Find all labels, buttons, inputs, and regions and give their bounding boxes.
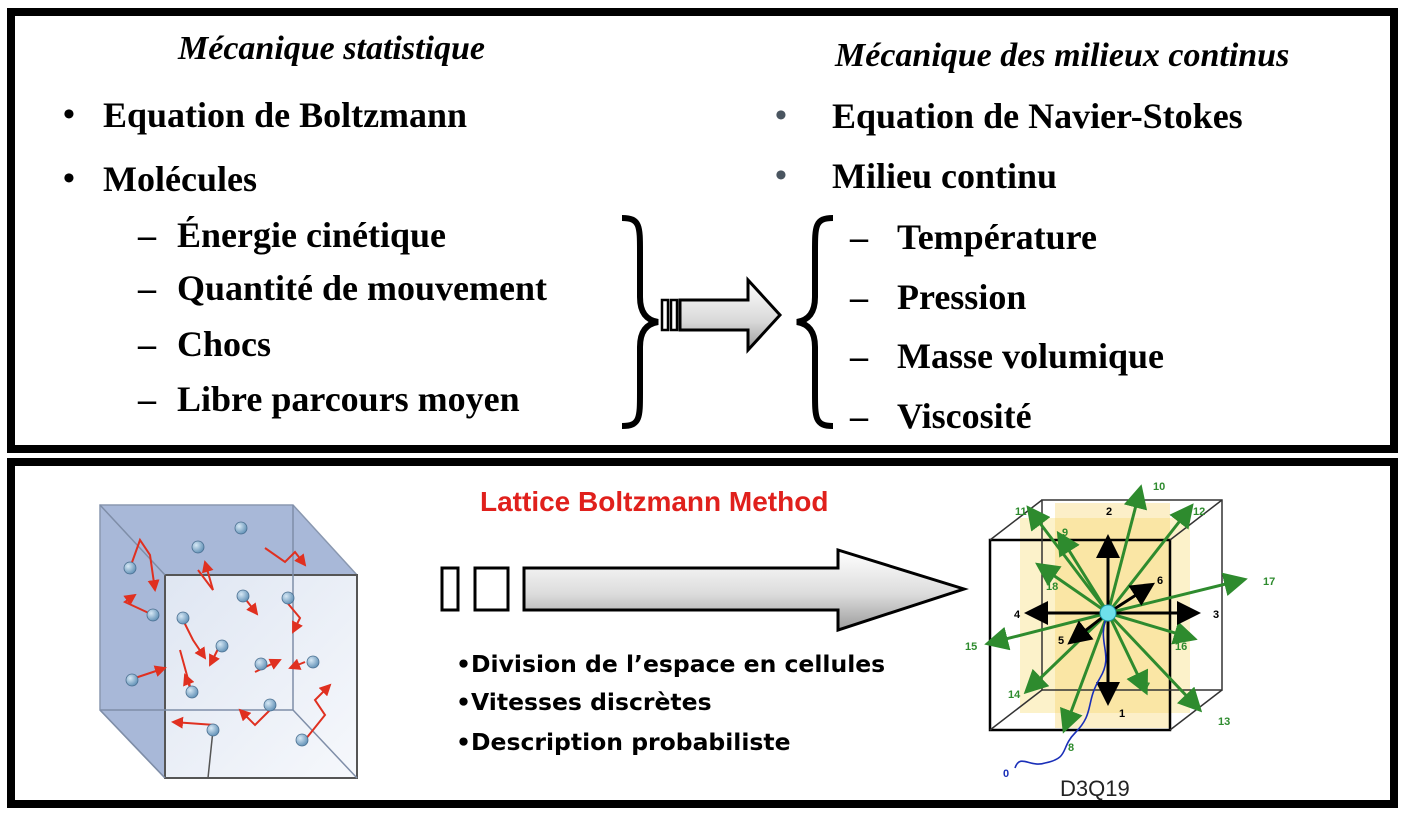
velocity-label-8: 8 — [1068, 742, 1074, 754]
opening-brace-icon — [796, 215, 834, 429]
bullet: • — [775, 157, 787, 194]
dash: – — [850, 336, 868, 376]
bottom-bullet-description: •Description probabiliste — [456, 728, 791, 756]
bottom-arrow-icon — [440, 547, 969, 633]
right-heading: Mécanique des milieux continus — [835, 37, 1290, 74]
dash: – — [138, 324, 156, 364]
dash: – — [850, 396, 868, 436]
left-sub-quantite: Quantité de mouvement — [177, 268, 547, 308]
velocity-label-0: 0 — [1003, 768, 1009, 780]
d3q19-lattice-diagram: 0 1 2 3 4 5 6 7 8 9 10 11 12 13 14 15 16… — [965, 481, 1275, 801]
dash: – — [138, 379, 156, 419]
velocity-label-17: 17 — [1263, 576, 1275, 588]
velocity-label-14: 14 — [1008, 689, 1021, 701]
right-sub-viscosite: Viscosité — [897, 396, 1032, 436]
velocity-label-13: 13 — [1218, 716, 1230, 728]
dash: – — [138, 268, 156, 308]
right-item-navier: Equation de Navier-Stokes — [832, 96, 1243, 136]
velocity-label-7: 7 — [1144, 681, 1150, 693]
velocity-label-15: 15 — [965, 641, 977, 653]
velocity-label-3: 3 — [1213, 609, 1219, 621]
bullet: • — [63, 96, 75, 133]
left-sub-chocs: Chocs — [177, 324, 272, 364]
bullet: • — [63, 160, 75, 197]
right-sub-pression: Pression — [897, 277, 1027, 317]
left-item-molecules: Molécules — [103, 159, 257, 199]
molecule-cube-illustration — [99, 504, 358, 779]
top-panel — [7, 8, 1398, 453]
left-sub-energie: Énergie cinétique — [177, 215, 446, 255]
bottom-bullet-vitesses: •Vitesses discrètes — [456, 688, 712, 716]
velocity-label-6: 6 — [1157, 575, 1163, 587]
velocity-label-18: 18 — [1046, 581, 1058, 593]
velocity-label-5: 5 — [1058, 635, 1064, 647]
velocity-label-4: 4 — [1014, 609, 1021, 621]
velocity-label-16: 16 — [1175, 641, 1187, 653]
left-sub-libre: Libre parcours moyen — [177, 379, 520, 419]
closing-brace-icon — [621, 215, 659, 429]
lbm-title: Lattice Boltzmann Method — [480, 486, 829, 517]
velocity-label-9: 9 — [1062, 527, 1068, 539]
top-arrow-icon — [660, 276, 783, 354]
right-item-milieu: Milieu continu — [832, 156, 1058, 196]
velocity-label-1: 1 — [1119, 708, 1125, 720]
dash: – — [138, 215, 156, 255]
velocity-label-12: 12 — [1193, 506, 1205, 518]
right-sub-temperature: Température — [897, 217, 1097, 257]
left-heading: Mécanique statistique — [178, 30, 485, 67]
dash: – — [850, 277, 868, 317]
right-sub-masse: Masse volumique — [897, 336, 1165, 376]
bottom-bullet-division: •Division de l’espace en cellules — [456, 650, 886, 678]
dash: – — [850, 217, 868, 257]
bullet: • — [775, 97, 787, 134]
lattice-label: D3Q19 — [1060, 776, 1130, 801]
velocity-label-2: 2 — [1106, 506, 1112, 518]
velocity-label-11: 11 — [1015, 506, 1027, 518]
left-item-boltzmann: Equation de Boltzmann — [103, 95, 468, 135]
velocity-label-10: 10 — [1153, 481, 1165, 493]
